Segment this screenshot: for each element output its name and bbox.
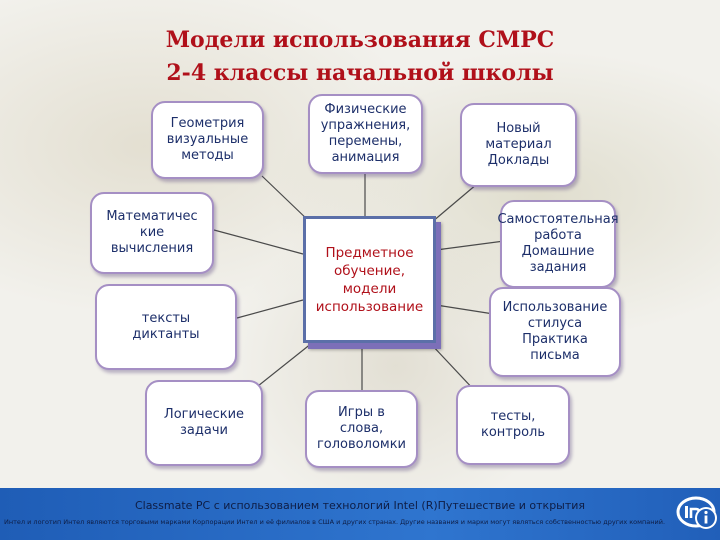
connector-new-material [431, 183, 478, 223]
node-new-material: Новый материал Доклады [460, 103, 577, 187]
footer-disclaimer: Интел и логотип Интел являются торговыми… [4, 518, 666, 526]
node-physical: Физические упражнения, перемены, анимаци… [308, 94, 423, 174]
page-title-line1: Модели использования СМРС [165, 27, 555, 53]
node-texts: тексты диктанты [95, 284, 237, 370]
node-stylus: Использование стилуса Практика письма [489, 287, 621, 377]
node-games: Игры в слова, головоломки [305, 390, 418, 468]
node-independent: Самостоятельная работа Домашние задания [497, 200, 619, 288]
connector-texts [236, 299, 304, 319]
connector-geometry [261, 175, 311, 223]
node-tests: тесты, контроль [456, 385, 570, 465]
connector-tests [429, 342, 477, 393]
intel-logo-icon [676, 496, 717, 529]
node-logic: Логические задачи [145, 380, 263, 466]
node-geometry: Геометрия визуальные методы [151, 101, 264, 179]
node-math: Математичес кие вычисления [90, 192, 214, 274]
page-title-line2: 2-4 классы начальной школы [166, 60, 554, 86]
connector-logic [257, 342, 313, 387]
footer-caption: Classmate PC с использованием технологий… [134, 499, 586, 512]
footer-bar [0, 488, 720, 540]
center-node: Предметное обучение, модели использовани… [303, 216, 436, 343]
connector-independent [435, 239, 513, 251]
connector-math [213, 229, 304, 255]
